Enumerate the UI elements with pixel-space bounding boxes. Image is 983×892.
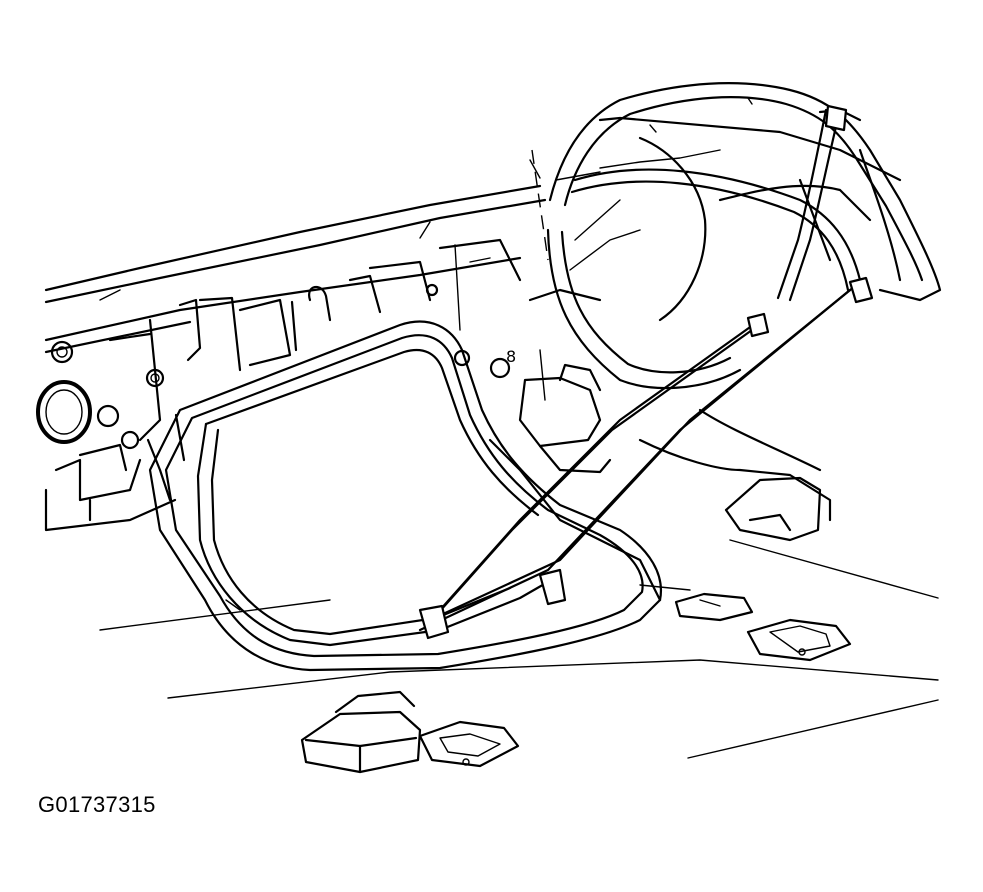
package-shelf (638, 408, 832, 542)
trunk-lid (546, 82, 942, 390)
hinge-straps (418, 108, 862, 632)
figure-id-label: G01737315 (38, 792, 156, 817)
floor-recesses (300, 592, 852, 774)
floor-lines (99, 539, 939, 759)
svg-text:8: 8 (506, 347, 516, 366)
hinge-brackets (418, 104, 874, 640)
quarter-panel (488, 288, 662, 602)
trunk-opening-weatherstrip (146, 320, 663, 672)
fasteners: 8 (36, 283, 516, 450)
rear-body-panel (44, 184, 547, 532)
centerline (531, 149, 549, 261)
